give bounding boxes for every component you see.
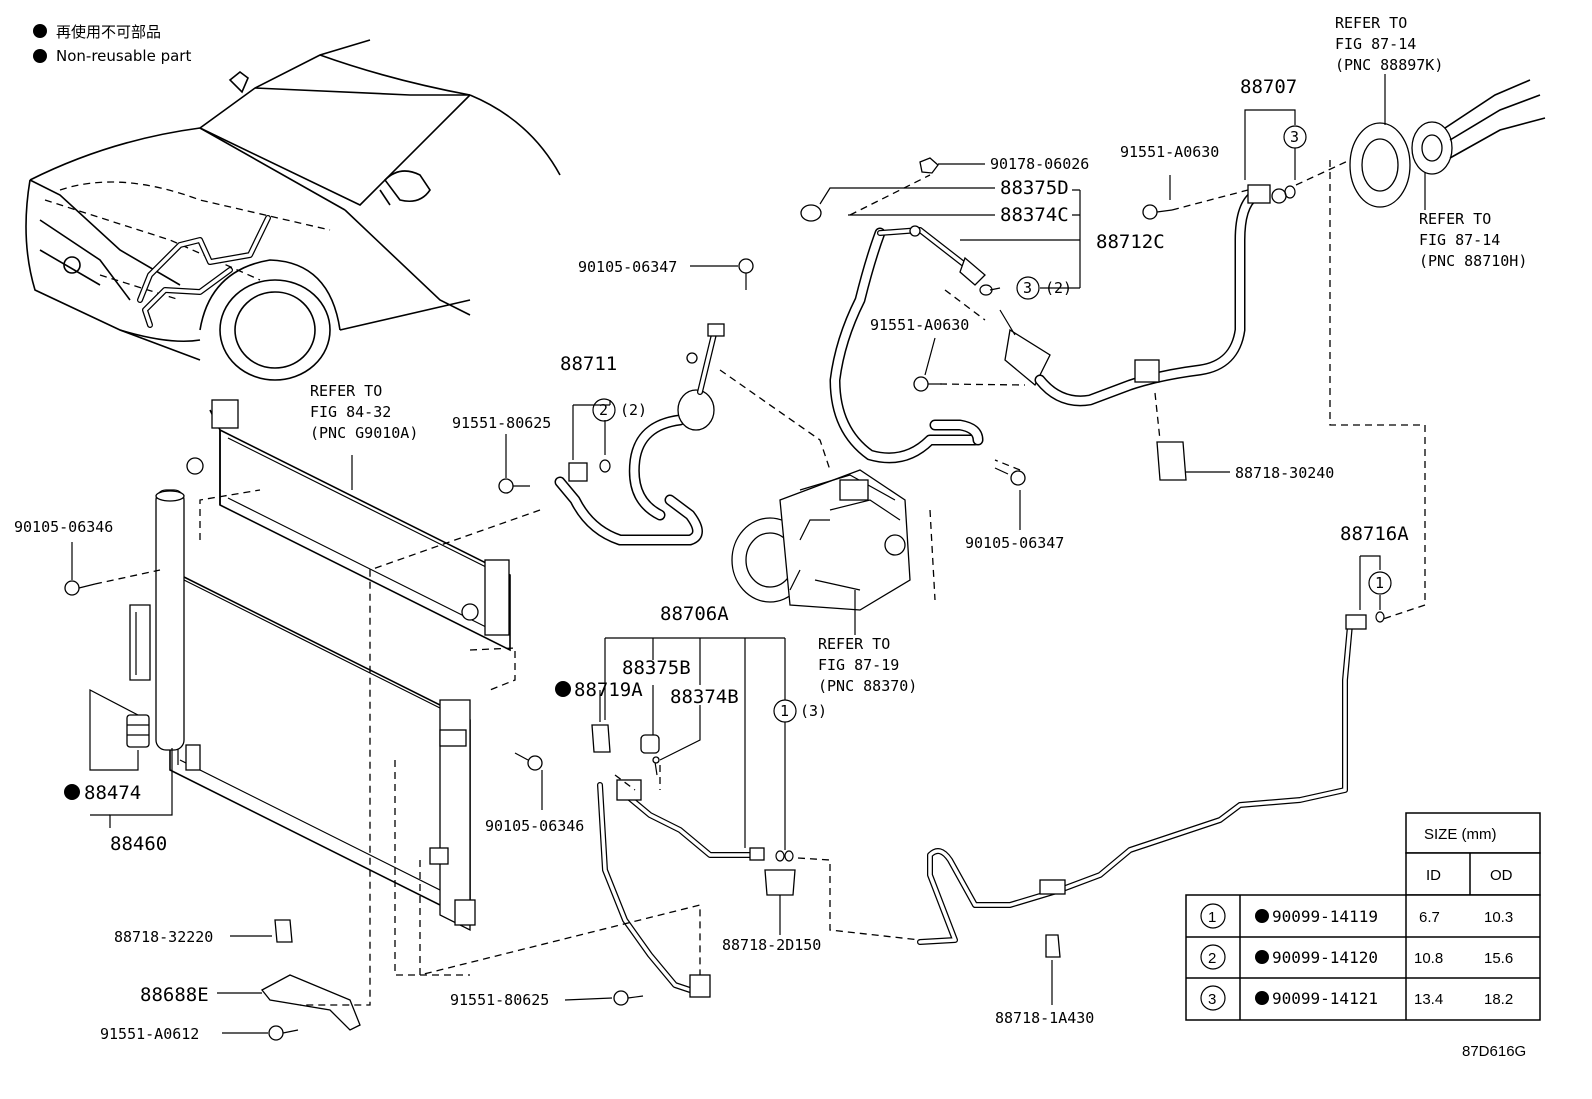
label-88718-30240[interactable]: 88718-30240 xyxy=(1235,464,1334,482)
label-91551-A0630-top[interactable]: 91551-A0630 xyxy=(1120,143,1219,161)
callout-3-num-a: 3 xyxy=(1023,279,1032,297)
ref-87-19-line2: FIG 87-19 xyxy=(818,656,899,674)
label-91551-A0612[interactable]: 91551-A0612 xyxy=(100,1025,199,1043)
callout-3-num-b: 3 xyxy=(1290,128,1299,146)
ref-84-32-line1: REFER TO xyxy=(310,382,382,400)
label-91551-80625-top[interactable]: 91551-80625 xyxy=(452,414,551,432)
label-88711[interactable]: 88711 xyxy=(560,353,617,375)
label-88474[interactable]: 88474 xyxy=(84,782,141,804)
legend-en: Non-reusable part xyxy=(56,47,191,65)
size-row-3-od: 18.2 xyxy=(1484,991,1513,1008)
label-90178-06026[interactable]: 90178-06026 xyxy=(990,155,1089,173)
hoses xyxy=(554,184,1367,998)
ref-87-14-top-line1: REFER TO xyxy=(1335,14,1407,32)
size-row-1-od: 10.3 xyxy=(1484,909,1513,926)
ref-87-19-line3: (PNC 88370) xyxy=(818,677,917,695)
size-row-2-od: 15.6 xyxy=(1484,950,1513,967)
label-91551-80625-bot[interactable]: 91551-80625 xyxy=(450,991,549,1009)
label-88375B[interactable]: 88375B xyxy=(622,657,691,679)
size-table-col-id: ID xyxy=(1426,867,1441,884)
size-row-1-id: 6.7 xyxy=(1419,909,1440,926)
label-88375D[interactable]: 88375D xyxy=(1000,177,1069,199)
ref-87-14-top-line3: (PNC 88897K) xyxy=(1335,56,1443,74)
label-88707[interactable]: 88707 xyxy=(1240,76,1297,98)
callout-1-num-b: 1 xyxy=(780,702,789,720)
size-table: SIZE (mm) ID OD 1 90099-14119 6.7 10.3 2… xyxy=(1185,812,1541,1021)
size-row-2-num: 2 xyxy=(1208,950,1216,967)
oring-callouts: 2 (2) 3 (2) 3 1 1 (3) xyxy=(592,125,1392,723)
condenser-assembly xyxy=(126,399,511,932)
legend-jp: 再使用不可部品 xyxy=(56,23,161,41)
ref-87-14-top-line2: FIG 87-14 xyxy=(1335,35,1416,53)
label-88719A[interactable]: 88719A xyxy=(574,679,643,701)
ref-87-14-right-line1: REFER TO xyxy=(1419,210,1491,228)
label-88374B[interactable]: 88374B xyxy=(670,686,739,708)
label-90105-06346-mid[interactable]: 90105-06346 xyxy=(485,817,584,835)
label-90105-06347-top[interactable]: 90105-06347 xyxy=(578,258,677,276)
label-88688E[interactable]: 88688E xyxy=(140,984,209,1006)
compressor xyxy=(731,469,911,611)
size-row-2-id: 10.8 xyxy=(1414,950,1443,967)
callout-1-qty: (3) xyxy=(800,702,827,720)
label-90105-06346-left[interactable]: 90105-06346 xyxy=(14,518,113,536)
size-row-3-part[interactable]: 90099-14121 xyxy=(1272,989,1378,1008)
ref-87-14-right-line2: FIG 87-14 xyxy=(1419,231,1500,249)
figure-code: 87D616G xyxy=(1462,1043,1526,1060)
label-91551-A0630-mid[interactable]: 91551-A0630 xyxy=(870,316,969,334)
label-88718-32220[interactable]: 88718-32220 xyxy=(114,928,213,946)
ref-84-32-line2: FIG 84-32 xyxy=(310,403,391,421)
label-88460[interactable]: 88460 xyxy=(110,833,167,855)
label-88374C[interactable]: 88374C xyxy=(1000,204,1069,226)
ref-87-19-line1: REFER TO xyxy=(818,635,890,653)
label-90105-06347-right[interactable]: 90105-06347 xyxy=(965,534,1064,552)
label-88712C[interactable]: 88712C xyxy=(1096,231,1165,253)
size-row-3-id: 13.4 xyxy=(1414,991,1443,1008)
size-row-1-part[interactable]: 90099-14119 xyxy=(1272,907,1378,926)
leader-lines xyxy=(71,74,1426,1034)
legend: 再使用不可部品 Non-reusable part xyxy=(33,23,191,65)
size-row-1-num: 1 xyxy=(1208,909,1216,926)
size-row-3-num: 3 xyxy=(1208,991,1216,1008)
label-88716A[interactable]: 88716A xyxy=(1340,523,1409,545)
ref-87-14-right-line3: (PNC 88710H) xyxy=(1419,252,1527,270)
size-row-2-part[interactable]: 90099-14120 xyxy=(1272,948,1378,967)
vehicle-locator-illustration xyxy=(25,39,561,381)
callout-2-qty: (2) xyxy=(620,401,647,419)
refer-blocks: REFER TO FIG 84-32 (PNC G9010A) REFER TO… xyxy=(310,14,1527,695)
label-88718-2D150[interactable]: 88718-2D150 xyxy=(722,936,821,954)
callout-1-num-a: 1 xyxy=(1375,574,1384,592)
ref-84-32-line3: (PNC G9010A) xyxy=(310,424,418,442)
fasteners xyxy=(64,79,1546,1041)
callout-2-num: 2 xyxy=(599,401,608,419)
label-88718-1A430[interactable]: 88718-1A430 xyxy=(995,1009,1094,1027)
guide-lines xyxy=(94,159,1426,1006)
size-table-col-od: OD xyxy=(1490,867,1513,884)
size-table-header: SIZE (mm) xyxy=(1424,826,1497,843)
callout-3-qty: (2) xyxy=(1045,279,1072,297)
label-88706A[interactable]: 88706A xyxy=(660,603,729,625)
part-labels: 90178-06026 88375D 88374C 88712C 91551-A… xyxy=(14,76,1409,1043)
